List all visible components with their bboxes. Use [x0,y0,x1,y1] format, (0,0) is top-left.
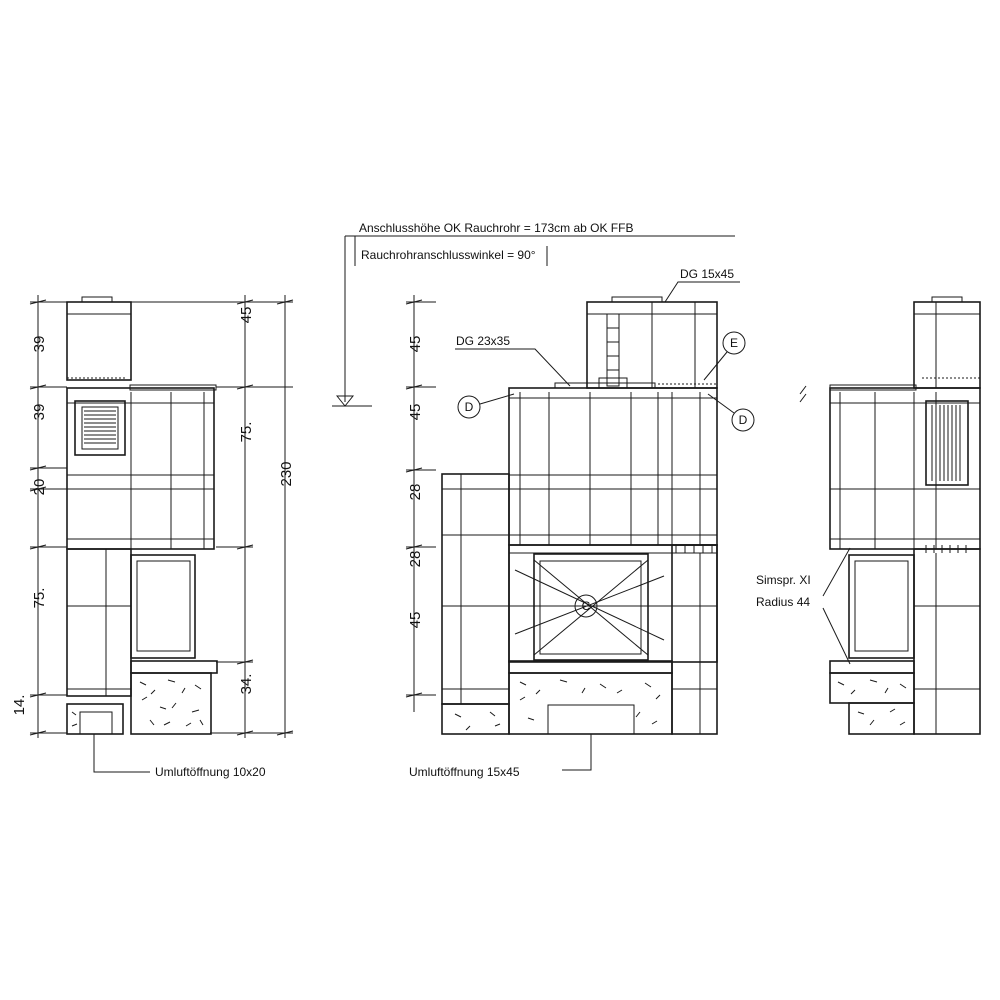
label-dg-15x45: DG 15x45 [680,267,734,281]
dim-right-75: 75. [238,422,255,443]
label-connection-angle: Rauchrohranschlusswinkel = 90° [361,248,536,262]
dim-total-230: 230 [278,461,295,486]
label-radius: Radius 44 [756,595,810,609]
left-side-view [29,295,294,773]
dim-front-45-top: 45 [407,336,424,353]
dim-right-34: 34. [238,674,255,695]
dim-front-45-mid: 45 [407,404,424,421]
label-umluft-15x45: Umluftöffnung 15x45 [409,765,520,779]
dim-left-14: 14. [11,695,28,716]
dim-left-20: 20 [31,479,48,496]
label-dg-23x35: DG 23x35 [456,334,510,348]
dim-left-39-mid: 39 [31,404,48,421]
label-umluft-10x20: Umluftöffnung 10x20 [155,765,266,779]
marker-c: C [582,599,591,613]
marker-e: E [730,336,738,350]
dim-left-75: 75. [31,588,48,609]
dim-front-28-a: 28 [407,484,424,501]
dim-right-45: 45 [238,307,255,324]
label-connection-height: Anschlusshöhe OK Rauchrohr = 173cm ab OK… [359,221,633,235]
dim-front-45-low: 45 [407,612,424,629]
right-side-view [799,296,981,735]
marker-d-left: D [465,400,474,414]
dim-front-28-b: 28 [407,551,424,568]
marker-d-right: D [739,413,748,427]
front-view [332,235,755,771]
label-simspr: Simspr. XI [756,573,811,587]
dim-left-39-top: 39 [31,336,48,353]
